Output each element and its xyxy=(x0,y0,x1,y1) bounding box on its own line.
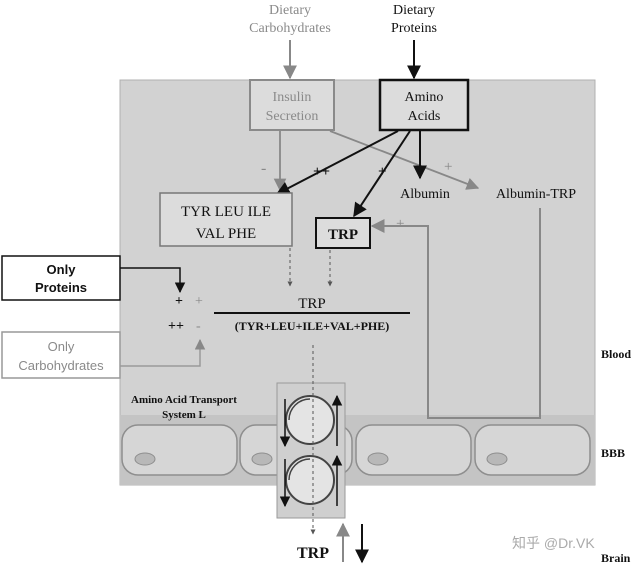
sign-plus-release: + xyxy=(396,216,404,232)
dietary-proteins-line2: Proteins xyxy=(391,21,437,36)
transporter-top xyxy=(279,394,343,448)
bbb-label: BBB xyxy=(601,446,625,460)
amino-acids-line2: Acids xyxy=(408,109,441,124)
insulin-secretion-box xyxy=(249,79,335,131)
amino-acids-line1: Amino xyxy=(405,90,444,105)
competitors-line1: TYR LEU ILE xyxy=(181,204,271,220)
transporter-bottom xyxy=(279,454,343,508)
sign-only-proteins-plus-gray: + xyxy=(195,294,203,309)
ratio-denominator: (TYR+LEU+ILE+VAL+PHE) xyxy=(235,319,390,333)
amino-acids-box xyxy=(378,78,470,132)
only-proteins-line1: Only xyxy=(47,262,77,277)
insulin-secretion-line2: Secretion xyxy=(266,109,319,124)
albumin-trp-label: Albumin-TRP xyxy=(496,187,576,202)
trp-brain-label: TRP xyxy=(297,545,329,562)
dietary-carbohydrates-line1: Dietary xyxy=(269,3,311,18)
trp-box-label: TRP xyxy=(328,227,358,243)
amino-to-trp-arrow xyxy=(353,130,411,218)
sign-plus-albumin: + xyxy=(444,159,452,175)
dietary-carbohydrates-line2: Carbohydrates xyxy=(249,21,331,36)
only-proteins-arrow xyxy=(120,267,186,294)
sign-only-carbs-double-plus: ++ xyxy=(168,319,184,334)
blood-label: Blood xyxy=(601,347,631,361)
sign-plus-amino-trp: + xyxy=(378,164,387,180)
sign-only-carbs-minus: - xyxy=(196,319,201,334)
competitors-box xyxy=(159,192,293,247)
insulin-secretion-line1: Insulin xyxy=(273,90,312,105)
transport-line2: System L xyxy=(162,409,206,421)
ratio-numerator: TRP xyxy=(298,296,326,312)
albumin-trp-release-path xyxy=(370,208,541,419)
albumin-label: Albumin xyxy=(400,187,450,202)
competitors-line2: VAL PHE xyxy=(196,226,256,242)
only-carbohydrates-box xyxy=(1,331,121,379)
only-proteins-box xyxy=(1,255,121,301)
dietary-proteins-line1: Dietary xyxy=(393,3,435,18)
brain-label: Brain xyxy=(601,551,631,565)
only-carbohydrates-arrow xyxy=(120,338,206,367)
amino-to-competitors-arrow xyxy=(275,130,399,195)
only-proteins-line2: Proteins xyxy=(35,280,87,295)
trp-box xyxy=(315,217,371,249)
sign-insulin-minus: - xyxy=(261,160,266,177)
insulin-to-albumin-trp-arrow xyxy=(329,130,480,190)
transport-line1: Amino Acid Transport xyxy=(131,394,237,406)
sign-double-plus: ++ xyxy=(313,164,330,180)
only-carbohydrates-line2: Carbohydrates xyxy=(18,358,104,373)
watermark: 知乎 @Dr.VK xyxy=(512,535,595,551)
sign-only-proteins-plus-black: + xyxy=(175,294,183,309)
only-carbohydrates-line1: Only xyxy=(48,339,75,354)
